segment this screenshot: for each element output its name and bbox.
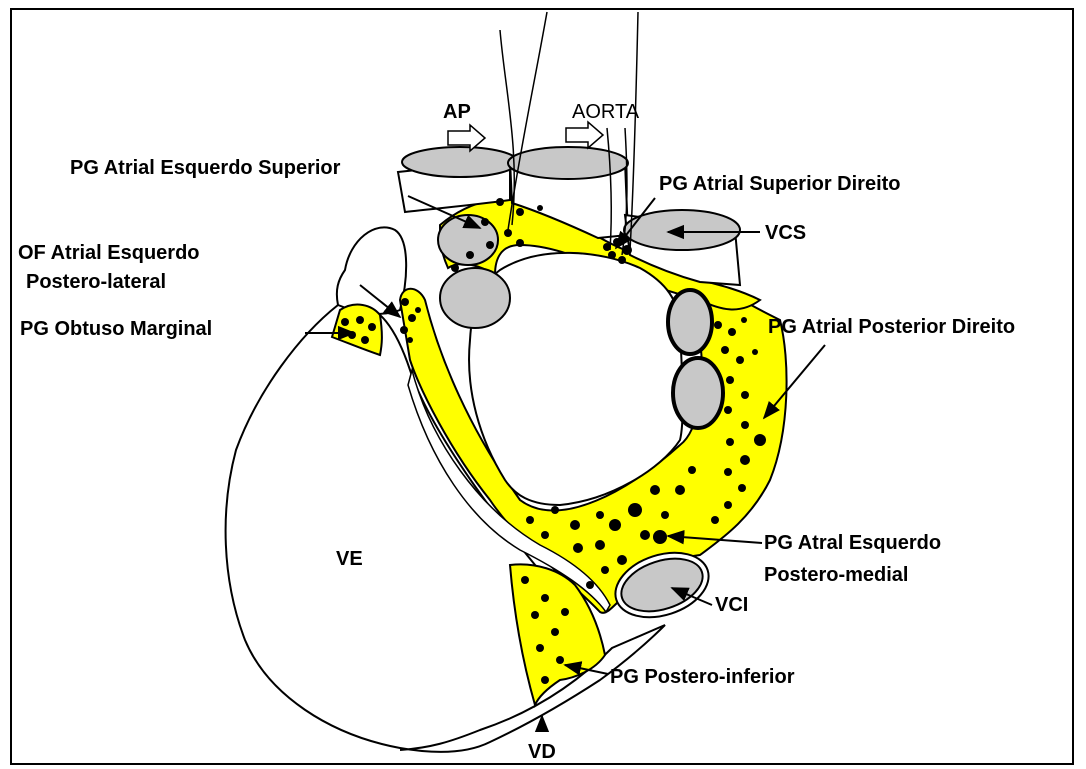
label-pg-atrial-posterior-direito: PG Atrial Posterior Direito xyxy=(768,316,1015,338)
label-pg-obtuso-marginal: PG Obtuso Marginal xyxy=(20,318,212,340)
pulmonary-vein-right-superior xyxy=(668,290,712,354)
label-of-atrial-esquerdo-line2: Postero-lateral xyxy=(26,271,166,293)
pulmonary-artery-lumen xyxy=(402,147,518,177)
label-of-atrial-esquerdo-line1: OF Atrial Esquerdo xyxy=(18,242,200,264)
label-pg-atral-esquerdo-line2: Postero-medial xyxy=(764,564,908,586)
label-pg-atral-esquerdo-line1: PG Atral Esquerdo xyxy=(764,532,941,554)
pulmonary-vein-left-inferior xyxy=(440,268,510,328)
label-ve: VE xyxy=(336,548,363,570)
label-pg-postero-inferior: PG Postero-inferior xyxy=(610,666,795,688)
label-vcs: VCS xyxy=(765,222,806,244)
label-ap: AP xyxy=(443,101,471,123)
pulmonary-vein-right-inferior xyxy=(673,358,723,428)
label-vd: VD xyxy=(528,741,556,763)
label-vci: VCI xyxy=(715,594,748,616)
label-pg-atrial-esquerdo-superior: PG Atrial Esquerdo Superior xyxy=(70,157,341,179)
label-aorta: AORTA xyxy=(572,101,640,123)
label-pg-atrial-superior-direito: PG Atrial Superior Direito xyxy=(659,173,901,195)
